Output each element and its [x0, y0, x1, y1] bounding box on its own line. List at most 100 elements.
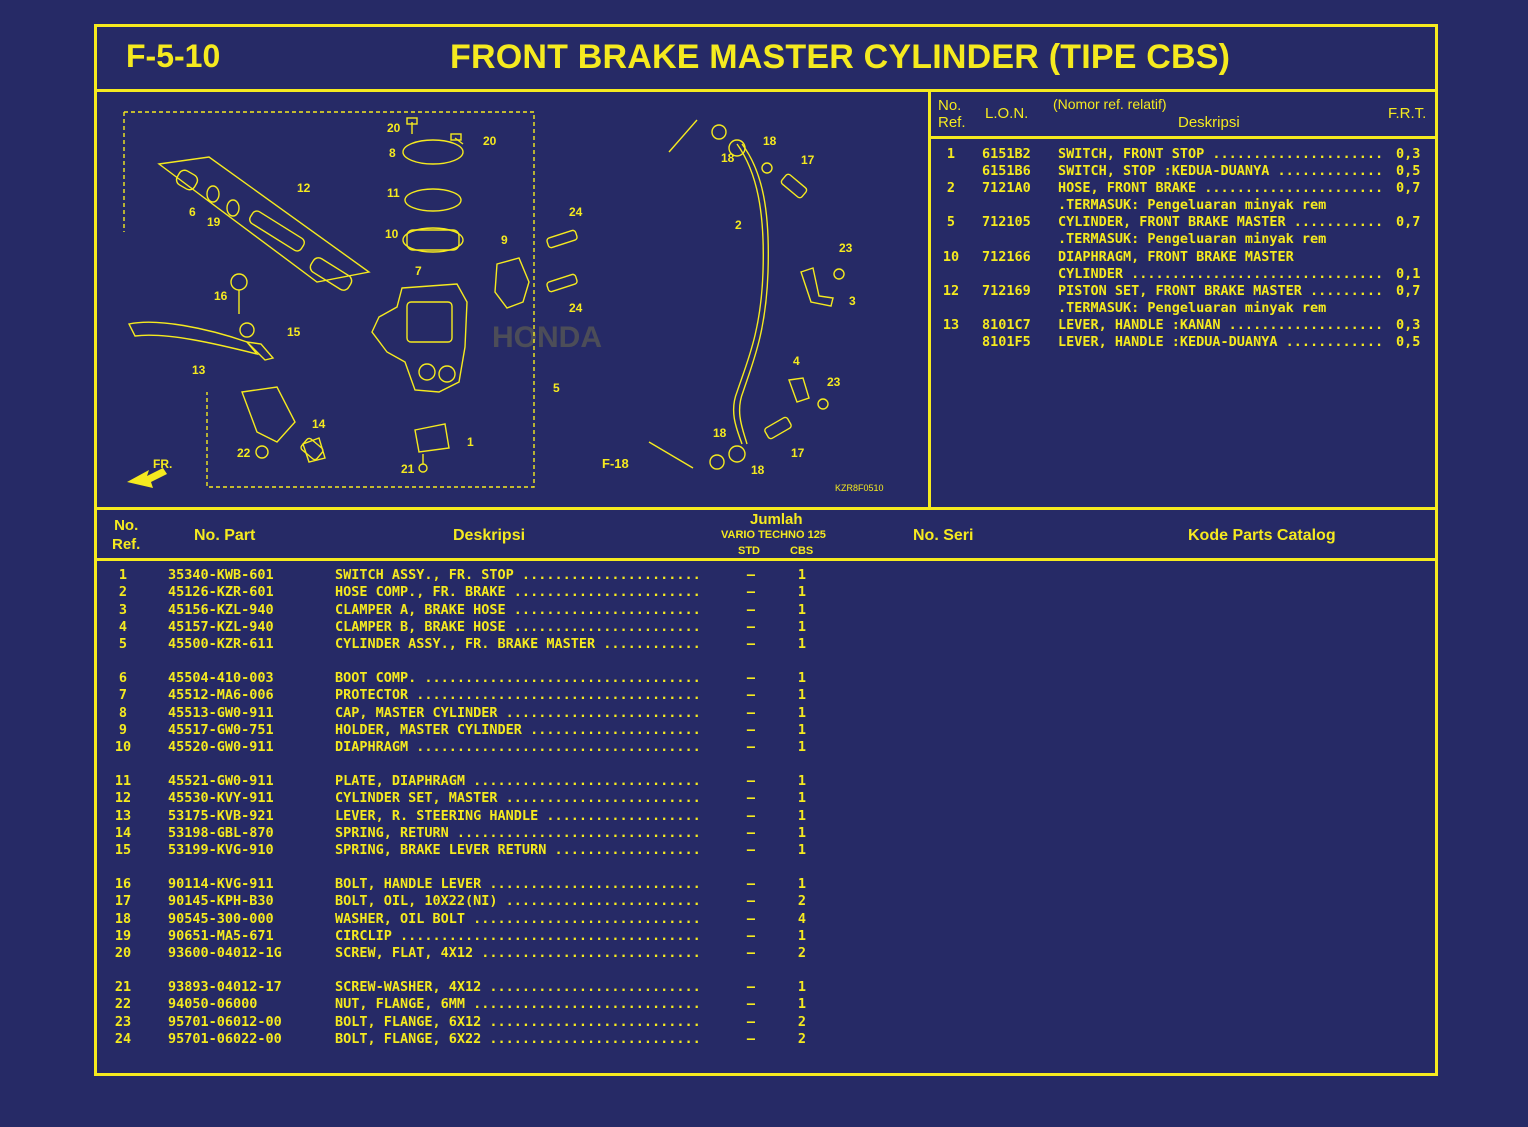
parts-header-nopart: No. Part — [194, 527, 256, 544]
qty-cbs: 1 — [797, 704, 807, 721]
callout-11: 11 — [387, 186, 400, 200]
parts-header-kode: Kode Parts Catalog — [1188, 527, 1336, 544]
part-ref: 19 — [114, 927, 132, 944]
frt-value: 0,7 — [1396, 282, 1421, 299]
part-number: 45530-KVY-911 — [168, 790, 274, 807]
qty-std: – — [746, 567, 756, 583]
qty-cbs: 1 — [797, 739, 807, 756]
qty-cbs: 1 — [797, 636, 807, 653]
part-ref: 20 — [114, 945, 132, 962]
part-number: 45513-GW0-911 — [168, 704, 274, 721]
qty-std: – — [746, 704, 756, 721]
part-number: 45504-410-003 — [168, 669, 274, 686]
part-description: BOLT, FLANGE, 6X12 .....................… — [335, 1013, 700, 1030]
qty-cbs: 1 — [797, 687, 807, 704]
frt-no: 12 — [942, 282, 960, 299]
qty-std: – — [746, 842, 756, 859]
frt-value: 0,1 — [1396, 265, 1421, 282]
qty-std: – — [746, 618, 756, 635]
callout-18: 18 — [751, 463, 765, 477]
part-description: SCREW-WASHER, 4X12 .....................… — [335, 978, 700, 995]
qty-std: – — [746, 636, 756, 653]
fr-mark: FR. — [153, 457, 172, 471]
part-description: SCREW, FLAT, 4X12 ......................… — [335, 945, 700, 962]
frt-no: 2 — [946, 180, 956, 197]
qty-cbs: 1 — [797, 584, 807, 601]
qty-std: – — [746, 875, 756, 892]
part-ref: 13 — [114, 807, 132, 824]
qty-std: – — [746, 601, 756, 618]
callout-5: 5 — [553, 381, 560, 395]
frt-value: 0,3 — [1396, 146, 1421, 162]
qty-std: – — [746, 996, 756, 1013]
part-description: PLATE, DIAPHRAGM .......................… — [335, 772, 700, 789]
frt-lon: 712169 — [982, 282, 1031, 299]
divider-diagram — [928, 92, 931, 508]
frt-lon: 712105 — [982, 214, 1031, 231]
part-number: 45512-MA6-006 — [168, 687, 274, 704]
frt-row: 8101F5 LEVER, HANDLE :KEDUA-DUANYA ......… — [932, 334, 1432, 351]
part-number: 94050-06000 — [168, 996, 258, 1013]
qty-cbs: 1 — [797, 875, 807, 892]
frt-desc: .TERMASUK: Pengeluaran minyak rem — [1058, 197, 1327, 214]
callout-24: 24 — [569, 205, 583, 219]
callout-labels: 2020811101261916151322142179242415218181… — [189, 121, 856, 477]
part-description: HOLDER, MASTER CYLINDER ................… — [335, 721, 700, 738]
part-number: 53199-KVG-910 — [168, 842, 274, 859]
frt-desc: .TERMASUK: Pengeluaran minyak rem — [1058, 299, 1327, 316]
qty-std: – — [746, 1030, 756, 1047]
part-number: 35340-KWB-601 — [168, 567, 274, 583]
frt-desc: HOSE, FRONT BRAKE ......................… — [1058, 180, 1384, 197]
exploded-diagram: FR. 202081110126191615132214217924241521… — [123, 111, 884, 493]
part-number: 90114-KVG-911 — [168, 875, 274, 892]
callout-16: 16 — [214, 289, 228, 303]
frt-value: 0,5 — [1396, 334, 1421, 351]
part-ref: 8 — [118, 704, 128, 721]
qty-std: – — [746, 584, 756, 601]
parts-header-noref: No. Ref. — [112, 517, 141, 553]
group-spacer — [100, 756, 840, 773]
callout-19: 19 — [207, 215, 221, 229]
part-number: 53198-GBL-870 — [168, 824, 274, 841]
frt-desc: LEVER, HANDLE :KEDUA-DUANYA ............… — [1058, 334, 1384, 351]
part-ref: 12 — [114, 790, 132, 807]
frt-lon: 8101C7 — [982, 316, 1031, 333]
part-number: 45157-KZL-940 — [168, 618, 274, 635]
frt-lon: 712166 — [982, 248, 1031, 265]
qty-cbs: 2 — [797, 893, 807, 910]
part-ref: 16 — [114, 875, 132, 892]
qty-cbs: 1 — [797, 978, 807, 995]
callout-20: 20 — [483, 134, 497, 148]
part-number: 90545-300-000 — [168, 910, 274, 927]
qty-std: – — [746, 807, 756, 824]
qty-std: – — [746, 721, 756, 738]
group-spacer — [100, 653, 840, 670]
callout-15: 15 — [287, 325, 301, 339]
frt-lon: 8101F5 — [982, 334, 1031, 351]
callout-14: 14 — [312, 417, 326, 431]
callout-18: 18 — [763, 134, 777, 148]
callout-18: 18 — [721, 151, 735, 165]
part-number: 45517-GW0-751 — [168, 721, 274, 738]
callout-18: 18 — [713, 426, 727, 440]
parts-header-noseri: No. Seri — [913, 527, 974, 544]
frt-row: .TERMASUK: Pengeluaran minyak rem — [932, 197, 1432, 214]
part-ref: 15 — [114, 842, 132, 859]
